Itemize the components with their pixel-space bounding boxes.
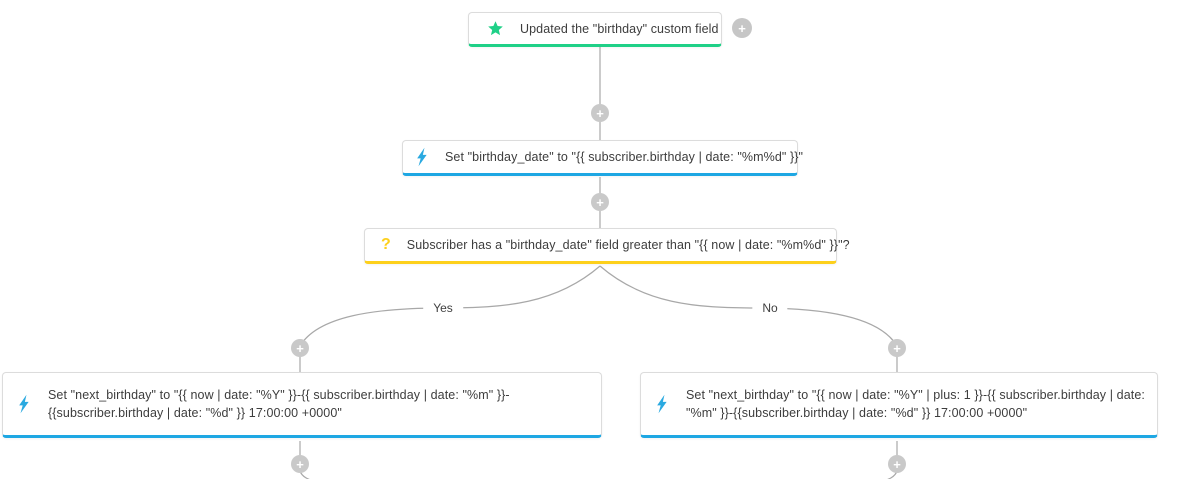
- action-node-label: Set "next_birthday" to "{{ now | date: "…: [48, 388, 510, 420]
- add-step-button-yes-branch[interactable]: +: [291, 339, 309, 357]
- question-mark-icon: ?: [381, 236, 391, 253]
- plus-icon: +: [596, 105, 604, 121]
- condition-node-label: Subscriber has a "birthday_date" field g…: [406, 238, 850, 252]
- branch-label-yes: Yes: [423, 301, 463, 315]
- plus-icon: +: [738, 20, 746, 36]
- add-step-button-no-branch[interactable]: +: [888, 339, 906, 357]
- plus-icon: +: [893, 340, 901, 356]
- connector-branch-no: [599, 265, 898, 372]
- connector-branch-yes: [299, 265, 601, 372]
- star-icon: [487, 20, 504, 37]
- lightning-bolt-icon: [655, 394, 668, 414]
- lightning-bolt-icon: [415, 147, 428, 167]
- add-step-button-2[interactable]: +: [591, 193, 609, 211]
- trigger-node-label: Updated the "birthday" custom field: [520, 21, 719, 36]
- action-node-set-next-birthday-no[interactable]: Set "next_birthday" to "{{ now | date: "…: [640, 372, 1158, 438]
- lightning-bolt-icon: [17, 394, 30, 414]
- plus-icon: +: [296, 340, 304, 356]
- condition-node-birthday-date-check[interactable]: ? Subscriber has a "birthday_date" field…: [364, 228, 850, 264]
- action-node-label: Set "birthday_date" to "{{ subscriber.bi…: [445, 150, 804, 164]
- plus-icon: +: [296, 456, 304, 472]
- action-node-label: Set "next_birthday" to "{{ now | date: "…: [686, 388, 1145, 420]
- action-node-set-next-birthday-yes[interactable]: Set "next_birthday" to "{{ now | date: "…: [2, 372, 602, 438]
- add-step-button-no-after[interactable]: +: [888, 455, 906, 473]
- action-node-set-birthday-date[interactable]: Set "birthday_date" to "{{ subscriber.bi…: [402, 140, 803, 176]
- add-step-button-1[interactable]: +: [591, 104, 609, 122]
- plus-icon: +: [596, 194, 604, 210]
- branch-label-no: No: [752, 301, 788, 315]
- add-step-button-yes-after[interactable]: +: [291, 455, 309, 473]
- trigger-node-birthday-updated[interactable]: Updated the "birthday" custom field: [468, 12, 722, 47]
- plus-icon: +: [893, 456, 901, 472]
- add-trigger-button[interactable]: +: [732, 18, 752, 38]
